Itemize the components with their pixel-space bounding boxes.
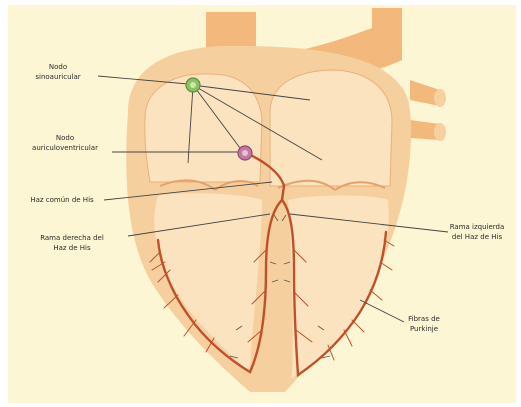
label-purkinje-line2: Purkinje (398, 324, 450, 334)
label-sa-node-line1: Nodo (22, 62, 94, 72)
av-node-core (242, 150, 248, 156)
label-left-branch: Rama izquierda del Haz de His (442, 222, 512, 242)
label-right-branch-line1: Rama derecha del (20, 233, 124, 243)
label-av-node-line1: Nodo (20, 133, 110, 143)
left-atrium (270, 70, 392, 186)
label-purkinje: Fibras de Purkinje (398, 314, 450, 334)
label-left-branch-line1: Rama izquierda (442, 222, 512, 232)
label-sa-node: Nodo sinoauricular (22, 62, 94, 82)
label-purkinje-line1: Fibras de (398, 314, 450, 324)
sa-node-core (190, 82, 196, 88)
label-av-node: Nodo auriculoventricular (20, 133, 110, 153)
label-his-bundle-text: Haz común de His (20, 195, 104, 205)
label-av-node-line2: auriculoventricular (20, 143, 110, 153)
vein-opening-2 (434, 123, 446, 141)
right-atrium (145, 74, 262, 182)
label-his-bundle: Haz común de His (20, 195, 104, 205)
label-sa-node-line2: sinoauricular (22, 72, 94, 82)
label-left-branch-line2: del Haz de His (442, 232, 512, 242)
label-right-branch: Rama derecha del Haz de His (20, 233, 124, 253)
label-right-branch-line2: Haz de His (20, 243, 124, 253)
vein-opening-1 (434, 89, 446, 107)
